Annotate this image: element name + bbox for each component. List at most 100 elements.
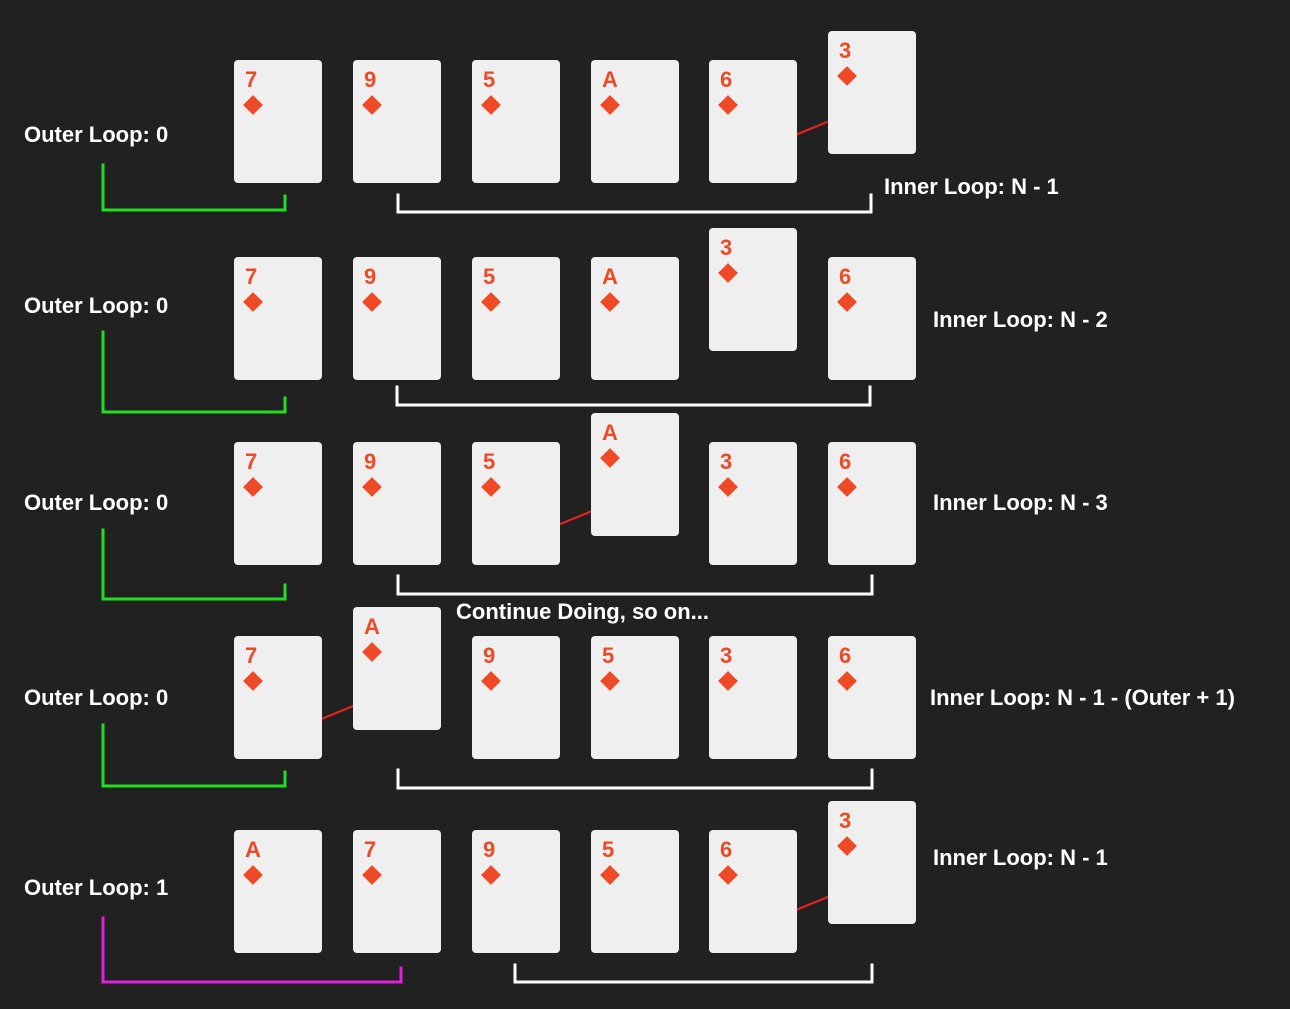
inner-loop-label: Inner Loop: N - 1	[933, 845, 1108, 870]
playing-card: 7	[234, 442, 322, 565]
diamond-icon	[481, 95, 501, 115]
outer-loop-label: Outer Loop: 0	[24, 490, 169, 515]
diamond-icon	[718, 671, 738, 691]
diamond-icon	[243, 292, 263, 312]
playing-card: 7	[353, 830, 441, 953]
card-rank: 3	[720, 449, 733, 474]
card-rank: 5	[602, 643, 615, 668]
outer-loop-label: Outer Loop: 0	[24, 122, 169, 147]
card-rank: 7	[245, 67, 258, 92]
playing-card: 9	[353, 442, 441, 565]
card-rank: 6	[839, 264, 852, 289]
card-rank: 9	[364, 67, 377, 92]
diamond-icon	[837, 836, 857, 856]
playing-card: A	[234, 830, 322, 953]
card-rank: A	[364, 614, 380, 639]
playing-card: 5	[591, 636, 679, 759]
playing-card: A	[591, 60, 679, 183]
card-rank: 3	[839, 808, 852, 833]
inner-loop-label: Inner Loop: N - 1	[884, 174, 1059, 199]
diamond-icon	[600, 865, 620, 885]
inner-loop-bracket	[513, 963, 874, 984]
card-rank: A	[602, 420, 618, 445]
diamond-icon	[600, 292, 620, 312]
playing-card: 3	[828, 31, 916, 154]
diamond-icon	[837, 477, 857, 497]
diamond-icon	[718, 95, 738, 115]
outer-loop-bracket	[101, 528, 287, 601]
diamond-icon	[600, 671, 620, 691]
inner-loop-bracket	[396, 193, 873, 214]
diamond-icon	[243, 671, 263, 691]
playing-card: 3	[828, 801, 916, 924]
diamond-icon	[600, 95, 620, 115]
inner-loop-bracket	[396, 768, 874, 790]
diamond-icon	[481, 671, 501, 691]
card-rank: 5	[602, 837, 615, 862]
outer-loop-bracket	[101, 916, 403, 984]
diamond-icon	[481, 292, 501, 312]
card-rank: 5	[483, 449, 496, 474]
card-rank: 3	[839, 38, 852, 63]
card-rank: A	[602, 67, 618, 92]
playing-card: 6	[828, 257, 916, 380]
playing-card: 5	[591, 830, 679, 953]
playing-card: 3	[709, 228, 797, 351]
playing-card: 7	[234, 257, 322, 380]
diamond-icon	[362, 292, 382, 312]
outer-loop-bracket	[101, 163, 287, 212]
diamond-icon	[362, 642, 382, 662]
card-rank: 5	[483, 67, 496, 92]
diamond-icon	[837, 671, 857, 691]
diamond-icon	[837, 66, 857, 86]
card-rank: 6	[839, 643, 852, 668]
card-rank: 6	[720, 837, 733, 862]
inner-loop-bracket	[395, 385, 872, 407]
playing-card: 6	[828, 442, 916, 565]
card-rank: 9	[483, 643, 496, 668]
playing-card: 7	[234, 636, 322, 759]
outer-loop-label: Outer Loop: 0	[24, 685, 169, 710]
diamond-icon	[481, 865, 501, 885]
diamond-icon	[362, 865, 382, 885]
playing-card: 6	[709, 830, 797, 953]
diamond-icon	[243, 865, 263, 885]
playing-card: 9	[353, 60, 441, 183]
playing-card: A	[591, 413, 679, 536]
playing-card: 9	[353, 257, 441, 380]
card-rank: 7	[245, 643, 258, 668]
card-rank: 9	[364, 264, 377, 289]
diamond-icon	[362, 95, 382, 115]
diamond-icon	[837, 292, 857, 312]
diamond-icon	[481, 477, 501, 497]
card-rank: 6	[839, 449, 852, 474]
inner-loop-label: Inner Loop: N - 1 - (Outer + 1)	[930, 685, 1235, 710]
playing-card: 5	[472, 442, 560, 565]
playing-card: 9	[472, 830, 560, 953]
playing-card: 7	[234, 60, 322, 183]
card-rank: A	[245, 837, 261, 862]
diamond-icon	[718, 865, 738, 885]
playing-card: 3	[709, 636, 797, 759]
inner-loop-bracket	[396, 574, 874, 596]
card-rank: 3	[720, 643, 733, 668]
playing-card: 5	[472, 257, 560, 380]
card-rank: 7	[364, 837, 377, 862]
continue-note: Continue Doing, so on...	[456, 599, 709, 624]
card-rank: 9	[364, 449, 377, 474]
diamond-icon	[243, 95, 263, 115]
diamond-icon	[600, 448, 620, 468]
card-rank: 7	[245, 264, 258, 289]
diamond-icon	[243, 477, 263, 497]
playing-card: A	[591, 257, 679, 380]
outer-loop-label: Outer Loop: 1	[24, 875, 169, 900]
outer-loop-label: Outer Loop: 0	[24, 293, 169, 318]
playing-card: A	[353, 607, 441, 730]
playing-card: 5	[472, 60, 560, 183]
playing-card: 6	[828, 636, 916, 759]
card-rank: 7	[245, 449, 258, 474]
card-rank: 5	[483, 264, 496, 289]
diamond-icon	[362, 477, 382, 497]
